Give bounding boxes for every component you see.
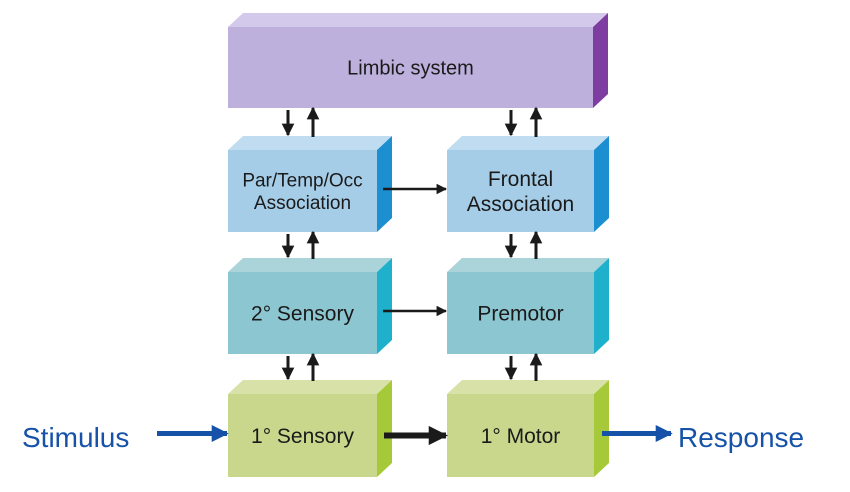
box-front-face — [228, 272, 377, 354]
box-top-face — [228, 380, 392, 394]
box-side-face — [593, 13, 608, 108]
box-label: Limbic system — [347, 58, 474, 80]
box-front-face — [447, 394, 594, 477]
box-label: Premotor — [477, 302, 563, 325]
box-motor1: 1° Motor — [447, 380, 609, 477]
box-front-face — [447, 272, 594, 354]
box-side-face — [377, 380, 392, 477]
stimulus-label: Stimulus — [22, 422, 129, 453]
box-limbic: Limbic system — [228, 13, 608, 108]
box-label: Association — [467, 193, 574, 216]
box-sensory2: 2° Sensory — [228, 258, 392, 354]
box-top-face — [228, 136, 392, 150]
box-top-face — [228, 13, 608, 27]
box-front-face — [228, 27, 593, 108]
box-side-face — [377, 258, 392, 354]
box-label: 2° Sensory — [251, 302, 354, 325]
box-premotor: Premotor — [447, 258, 609, 354]
box-side-face — [594, 258, 609, 354]
box-label: Association — [254, 193, 351, 214]
box-side-face — [377, 136, 392, 232]
box-label: 1° Sensory — [251, 425, 354, 448]
box-top-face — [447, 258, 609, 272]
box-label: Par/Temp/Occ — [242, 170, 362, 191]
box-sensory1: 1° Sensory — [228, 380, 392, 477]
box-side-face — [594, 380, 609, 477]
box-top-face — [228, 258, 392, 272]
box-label: 1° Motor — [481, 425, 561, 448]
box-label: Frontal — [488, 168, 553, 191]
box-top-face — [447, 136, 609, 150]
box-front-face — [228, 150, 377, 232]
box-top-face — [447, 380, 609, 394]
response-label: Response — [678, 422, 804, 453]
box-front-face — [447, 150, 594, 232]
box-front-face — [228, 394, 377, 477]
box-side-face — [594, 136, 609, 232]
